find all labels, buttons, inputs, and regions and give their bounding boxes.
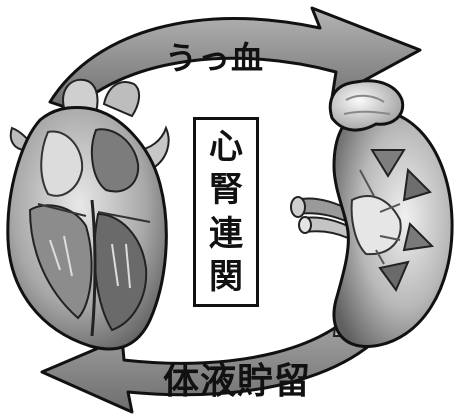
center-title-char: 関: [209, 260, 243, 294]
center-title-char: 腎: [209, 173, 243, 207]
kidney-anatomy-icon: [291, 81, 452, 347]
center-title-char: 連: [209, 217, 243, 251]
center-title-box: 心 腎 連 関: [193, 117, 259, 307]
bottom-arrow-label: 体液貯留: [163, 352, 311, 404]
center-title-char: 心: [209, 130, 243, 164]
top-arrow-label: うっ血: [165, 33, 264, 79]
heart-anatomy-icon: [8, 80, 169, 349]
